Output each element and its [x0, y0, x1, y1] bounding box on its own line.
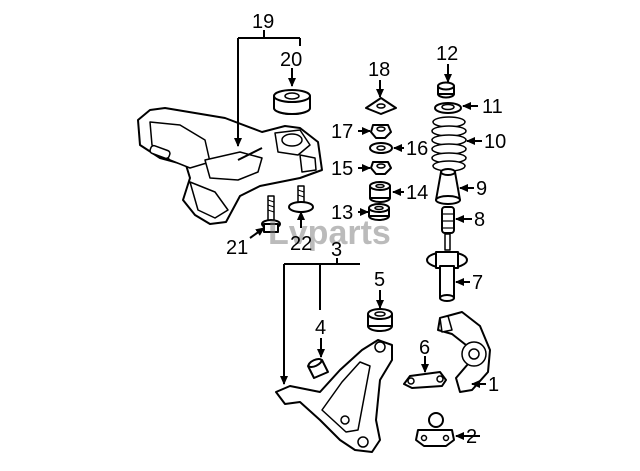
bolt-21	[261, 195, 281, 233]
bushing-13	[368, 203, 390, 221]
bump-stop-8	[441, 206, 455, 234]
coil-spring-10	[431, 116, 467, 172]
callout-8: 8	[474, 209, 485, 231]
subframe-mount-bushing	[273, 89, 311, 115]
callout-5: 5	[374, 269, 385, 291]
callout-20: 20	[280, 49, 302, 71]
callout-11: 11	[482, 96, 503, 118]
callout-12: 12	[436, 43, 458, 65]
callout-7: 7	[472, 272, 483, 294]
callout-14: 14	[406, 182, 428, 204]
dust-boot-9	[435, 168, 461, 205]
callout-4: 4	[315, 317, 326, 339]
callout-19: 19	[252, 11, 274, 33]
callout-numbers: 19 20 21 22 18 17 16 15 14 13 12 11 10 9…	[226, 11, 506, 448]
nut-15	[370, 161, 392, 175]
callout-3: 3	[331, 239, 342, 261]
callout-6: 6	[419, 337, 430, 359]
nut-17	[370, 124, 392, 139]
strut-bearing-plate-18	[365, 97, 397, 115]
callout-10: 10	[484, 131, 506, 153]
callout-1: 1	[488, 374, 499, 396]
callout-15: 15	[331, 158, 353, 180]
callout-9: 9	[476, 178, 487, 200]
nut-12	[437, 81, 455, 99]
steering-knuckle-1	[437, 311, 491, 393]
strut-assembly-7	[426, 233, 468, 302]
callout-17: 17	[331, 121, 353, 143]
callout-22: 22	[290, 233, 312, 255]
control-arm-bushing-5	[367, 308, 393, 332]
callout-16: 16	[406, 138, 428, 160]
lower-control-arm-3	[275, 339, 393, 453]
strut-mount-11	[434, 102, 462, 114]
watermark-text: Lvparts	[268, 214, 391, 252]
callout-2: 2	[466, 426, 477, 448]
washer-16	[369, 142, 393, 154]
bushing-sleeve-4	[307, 357, 329, 379]
bushing-14	[369, 181, 391, 203]
stabilizer-link-6	[403, 371, 447, 389]
ball-joint-2	[415, 412, 455, 447]
leader-lines	[234, 30, 486, 440]
bolt-22	[288, 185, 314, 213]
callout-13: 13	[331, 202, 353, 224]
subframe-crossmember	[137, 107, 323, 225]
callout-18: 18	[368, 59, 390, 81]
callout-21: 21	[226, 237, 248, 259]
